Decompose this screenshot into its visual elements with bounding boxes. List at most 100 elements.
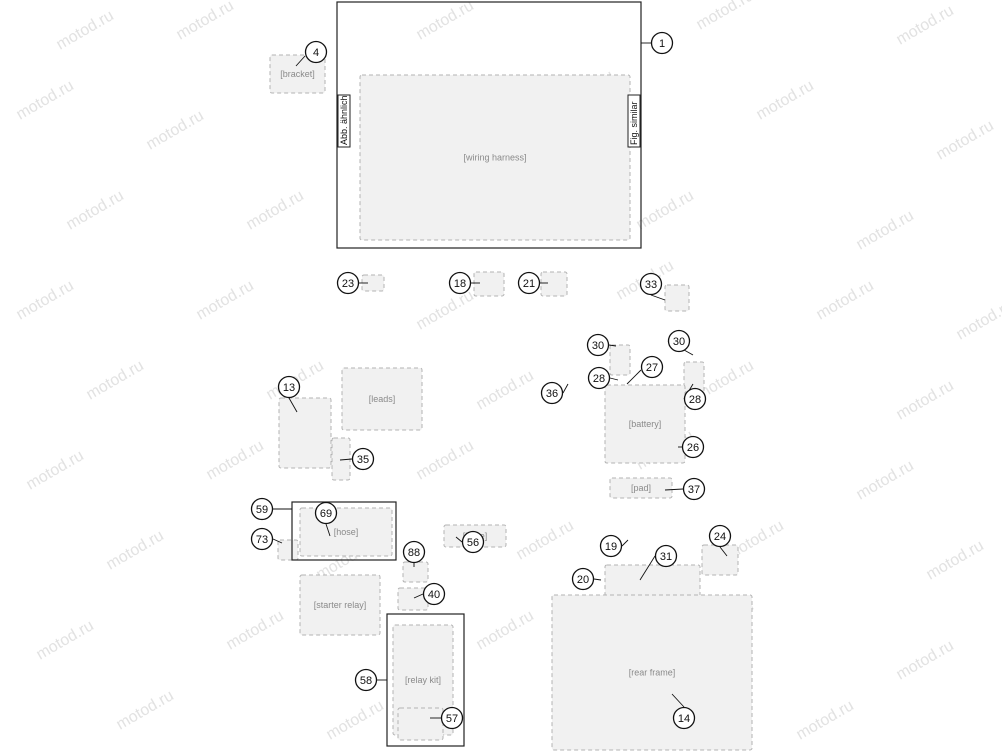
leader-line-5 <box>650 294 666 301</box>
callout-circle <box>650 31 674 55</box>
watermark-text: motod.ru <box>414 287 477 333</box>
leader-line-10 <box>562 383 569 394</box>
callout-circle <box>683 387 707 411</box>
leads-placeholder-box <box>341 367 423 431</box>
battery-placeholder-box <box>604 384 686 464</box>
watermark-text: motod.ru <box>854 457 917 503</box>
side-label-left: Abb. ähnlich <box>337 94 351 148</box>
callout-number: 13 <box>283 382 295 394</box>
leads-placeholder: [leads] <box>341 367 423 431</box>
cover-placeholder <box>397 707 444 741</box>
watermark-text: motod.ru <box>894 637 957 683</box>
callout-59: 59 <box>250 497 274 521</box>
watermark-text: motod.ru <box>14 277 77 323</box>
clip-placeholder <box>540 271 568 297</box>
nut-placeholder-box <box>609 344 631 376</box>
leader-line-12 <box>626 369 642 385</box>
callout-69: 69 <box>314 501 338 525</box>
harness-frame <box>336 1 642 249</box>
watermark-text: motod.ru <box>954 297 1002 343</box>
pad-placeholder-label: [pad] <box>631 483 651 493</box>
callout-23: 23 <box>336 271 360 295</box>
callout-circle <box>640 355 664 379</box>
leader-line-7 <box>339 458 353 461</box>
callout-21: 21 <box>517 271 541 295</box>
callout-30: 30 <box>586 333 610 357</box>
callout-circle <box>587 366 611 390</box>
callout-circle <box>586 333 610 357</box>
leader-line-17 <box>325 523 331 537</box>
watermark-text: motod.ru <box>204 437 267 483</box>
watermark-text: motod.ru <box>324 697 387 743</box>
connector-placeholder <box>361 274 385 292</box>
watermark-text: motod.ru <box>414 0 477 43</box>
bracket-placeholder: [bracket] <box>269 54 326 94</box>
callout-circle <box>672 706 696 730</box>
callout-number: 33 <box>645 279 657 291</box>
cable-placeholder <box>473 271 505 297</box>
watermark-text: motod.ru <box>854 207 917 253</box>
callout-circle <box>654 544 678 568</box>
callout-circle <box>354 668 378 692</box>
ring-placeholder <box>402 561 429 583</box>
leader-line-15 <box>664 488 684 491</box>
placeholder-layer: [wiring harness][bracket][leads][battery… <box>269 54 753 751</box>
battery-placeholder: [battery] <box>604 384 686 464</box>
leader-line-20 <box>455 536 463 543</box>
watermark-text: motod.ru <box>174 0 237 43</box>
bracket-placeholder-label: [bracket] <box>280 69 315 79</box>
watermark-text: motod.ru <box>514 517 577 563</box>
callout-circle <box>304 40 328 64</box>
clip-placeholder <box>277 539 299 561</box>
callout-number: 30 <box>592 340 604 352</box>
group-59-frame <box>291 501 397 561</box>
watermark-text: motod.ru <box>14 77 77 123</box>
callout-number: 56 <box>467 537 479 549</box>
callout-number: 19 <box>605 541 617 553</box>
frame-placeholder-box <box>551 594 753 751</box>
clip-placeholder-box <box>277 539 299 561</box>
callout-1: 1 <box>650 31 674 55</box>
leads-placeholder-label: [leads] <box>369 394 396 404</box>
callout-circle <box>277 375 301 399</box>
callout-circle <box>639 272 663 296</box>
watermark-text: motod.ru <box>814 277 877 323</box>
callout-circle <box>314 501 338 525</box>
callout-19: 19 <box>599 534 623 558</box>
callout-circle <box>517 271 541 295</box>
nut-placeholder <box>609 344 631 376</box>
watermark-text: motod.ru <box>894 2 957 48</box>
callout-number: 24 <box>714 531 726 543</box>
watermark-text: motod.ru <box>414 437 477 483</box>
callout-4: 4 <box>304 40 328 64</box>
callout-26: 26 <box>681 435 705 459</box>
leader-line-18 <box>272 538 283 544</box>
callout-circle <box>422 582 446 606</box>
watermark-text: motod.ru <box>194 277 257 323</box>
callout-number: 23 <box>342 278 354 290</box>
starter-relay-placeholder-box <box>299 574 381 636</box>
watermark-text: motod.ru <box>244 187 307 233</box>
callout-number: 30 <box>673 336 685 348</box>
callout-circle <box>336 271 360 295</box>
callout-number: 27 <box>646 362 658 374</box>
callout-circle <box>461 530 485 554</box>
starter-relay-placeholder-label: [starter relay] <box>314 600 367 610</box>
watermark-text: motod.ru <box>894 377 957 423</box>
callout-number: 20 <box>577 574 589 586</box>
callout-circle <box>440 706 464 730</box>
frame-placeholder-label: [rear frame] <box>629 668 676 678</box>
watermark-text: motod.ru <box>474 607 537 653</box>
side-label-right-text: Fig. similar <box>629 101 639 145</box>
nut-placeholder-box <box>683 361 705 393</box>
callout-number: 18 <box>454 278 466 290</box>
callout-28: 28 <box>587 366 611 390</box>
callout-number: 31 <box>660 551 672 563</box>
callout-number: 28 <box>593 373 605 385</box>
starter-relay-placeholder: [starter relay] <box>299 574 381 636</box>
callout-number: 21 <box>523 278 535 290</box>
leader-line-21 <box>413 593 424 599</box>
callout-13: 13 <box>277 375 301 399</box>
